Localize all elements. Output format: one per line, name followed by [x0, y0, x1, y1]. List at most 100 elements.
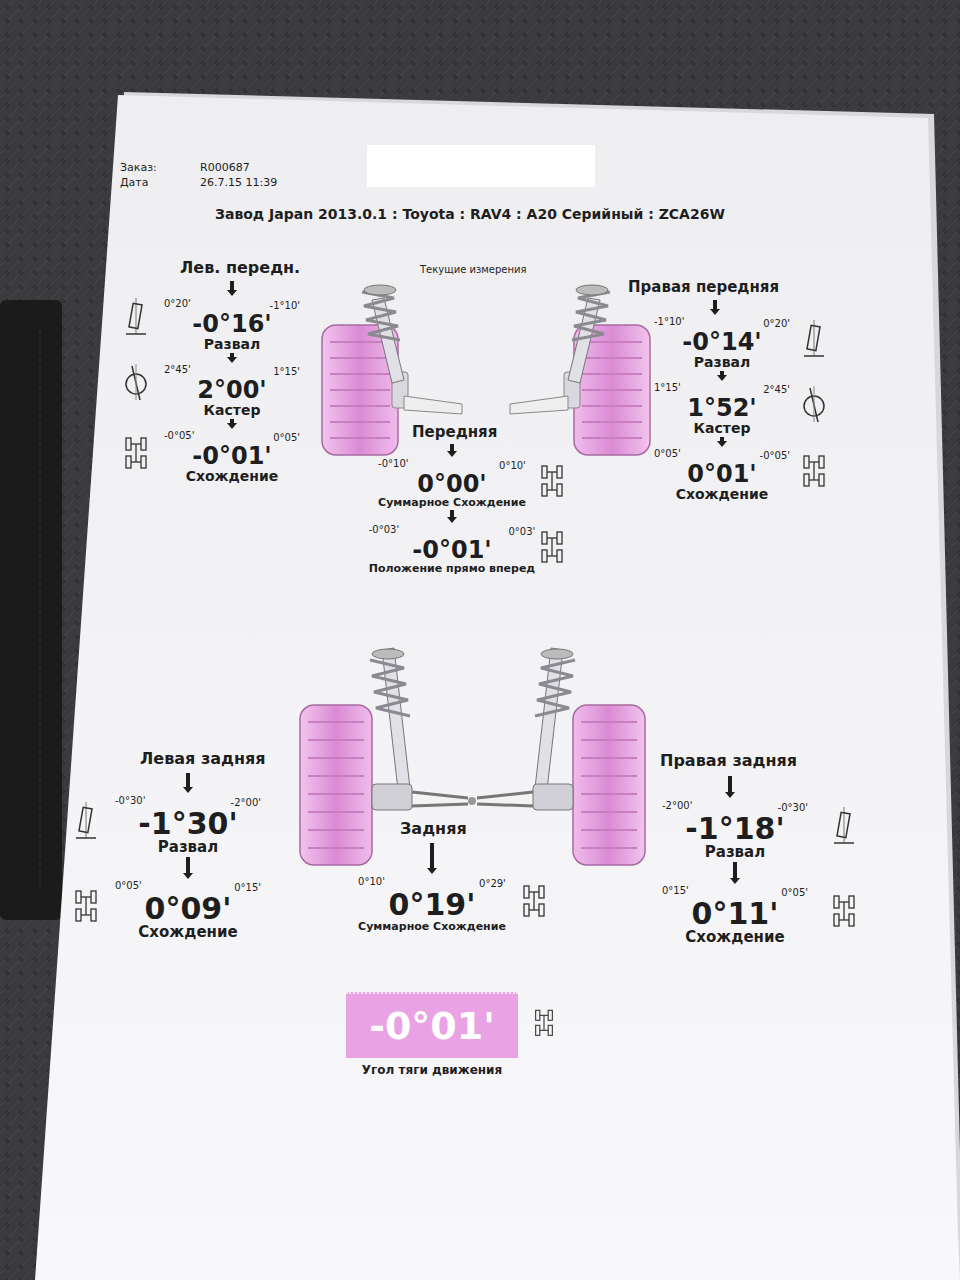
- measured-value: 0°09': [141, 894, 236, 924]
- measurement-gauge: 1°15'2°45'1°52'Кастер: [652, 382, 792, 436]
- scale-row: 0°10' 0°29': [358, 876, 506, 890]
- front-right-suspension: [510, 285, 650, 455]
- redaction-box: [367, 145, 595, 187]
- measurement-gauge: -0°30' -2°00'-1°30'Развал: [113, 795, 263, 856]
- measured-value: 1°52': [683, 396, 760, 420]
- scale-limit-right: -0°05': [760, 448, 790, 462]
- flow-arrow: [720, 371, 724, 375]
- measurement-gauge: -0°03'0°03'-0°01'Положение прямо вперед: [367, 524, 538, 575]
- toe-icon: [76, 891, 96, 921]
- scale-row: 0°15' 0°05': [662, 885, 808, 899]
- wheel-heading: Левая задняя: [140, 750, 266, 768]
- parameter-name: Развал: [705, 844, 765, 861]
- scale-limit-left: -0°10': [378, 458, 408, 472]
- scale-limit-left: 0°05': [115, 880, 142, 894]
- date-value: 26.7.15 11:39: [200, 177, 277, 190]
- measurement-gauge: -2°00'-0°30'-1°18'Развал: [660, 800, 810, 861]
- measured-value: 0°11': [688, 899, 783, 929]
- toe-icon: [804, 456, 824, 486]
- scale-limit-right: -2°00': [231, 795, 261, 809]
- scale-limit-left: -2°00': [662, 800, 692, 814]
- order-number: R000687: [200, 162, 250, 175]
- rear-left-suspension: [300, 648, 468, 865]
- parameter-name: Схождение: [186, 468, 279, 484]
- parameter-name: Развал: [158, 839, 218, 856]
- scale-limit-left: 2°45': [164, 364, 191, 378]
- scale-row: 0°05' 0°15': [115, 880, 261, 894]
- thrust-icon: [536, 1010, 553, 1035]
- axle-heading: Задняя: [400, 820, 467, 838]
- caster-icon: [126, 364, 146, 400]
- scale-limit-left: -0°30': [115, 795, 145, 809]
- scale-limit-left: 0°05': [654, 448, 681, 462]
- flow-arrow: [230, 353, 234, 357]
- scale-limit-right: 0°10': [499, 458, 526, 472]
- parameter-name: Кастер: [694, 420, 751, 436]
- toe-icon: [542, 466, 562, 496]
- scale-limit-left: 0°15': [662, 885, 689, 899]
- measurement-gauge: 0°05' 0°15'0°09'Схождение: [113, 880, 263, 941]
- scale-limit-right: 0°05': [781, 885, 808, 899]
- flow-arrow: [186, 857, 190, 873]
- scale-limit-right: 1°15': [273, 364, 300, 378]
- toe-icon: [126, 438, 146, 468]
- scale-row: -0°03'0°03': [369, 524, 536, 538]
- camber-icon: [834, 807, 854, 843]
- scale-limit-right: -1°10': [270, 298, 300, 312]
- parameter-name: Схождение: [138, 924, 237, 941]
- scale-row: 0°05' -0°05': [654, 448, 790, 462]
- flow-arrow: [230, 419, 234, 423]
- measurement-gauge: 0°20'-1°10'-0°16'Развал: [162, 298, 302, 352]
- scale-limit-left: 0°20': [164, 298, 191, 312]
- heading-arrow: [728, 776, 732, 792]
- scale-limit-right: 0°15': [234, 880, 261, 894]
- parameter-name: Развал: [204, 336, 260, 352]
- link-bolt: [468, 797, 476, 805]
- scale-row: -1°10' 0°20': [654, 316, 790, 330]
- scale-limit-right: 0°03': [508, 524, 535, 538]
- section-caption: Текущие измерения: [420, 264, 527, 276]
- wallet: [0, 300, 62, 920]
- parameter-name: Угол тяги движения: [362, 1062, 502, 1078]
- heading-arrow: [713, 300, 717, 309]
- flow-arrow: [733, 862, 737, 878]
- toe-icon: [834, 896, 854, 926]
- scale-limit-left: -1°10': [654, 316, 684, 330]
- parameter-name: Суммарное Схождение: [358, 920, 506, 933]
- scale-limit-left: 0°10': [358, 876, 385, 890]
- parameter-name: Схождение: [676, 486, 769, 502]
- scale-limit-left: -0°05': [164, 430, 194, 444]
- wheel-heading: Правая задняя: [660, 752, 797, 770]
- measurement-gauge: 0°10' 0°29'0°19'Суммарное Схождение: [356, 876, 508, 933]
- scale-limit-right: 0°29': [479, 876, 506, 890]
- wheel-heading: Правая передняя: [628, 279, 779, 296]
- caster-icon: [804, 386, 824, 422]
- measured-value: 0°01': [683, 462, 760, 486]
- measured-value: 2°00': [193, 378, 270, 402]
- straight-ahead-icon: [542, 532, 562, 562]
- flow-arrow: [450, 510, 454, 517]
- measured-value: -0°01': [408, 538, 495, 562]
- measured-value: -1°30': [134, 809, 241, 839]
- heading-arrow: [230, 281, 234, 290]
- scale-limit-right: 0°20': [763, 316, 790, 330]
- measured-value: -0°14': [678, 330, 765, 354]
- measured-value: 0°19': [385, 890, 480, 920]
- date-label: Дата: [120, 177, 148, 190]
- thrust-angle-box: -0°01'Угол тяги движения: [344, 992, 520, 1078]
- measurement-gauge: -1°10'0°20'-0°14'Развал: [652, 316, 792, 370]
- measurement-gauge: 2°45'1°15'2°00'Кастер: [162, 364, 302, 418]
- scale-row: -0°10' 0°10': [378, 458, 526, 472]
- scale-row: 1°15'2°45': [654, 382, 790, 396]
- order-label: Заказ:: [120, 162, 157, 175]
- parameter-name: Схождение: [685, 929, 784, 946]
- measurement-gauge: -0°10'0°10'0°00'Суммарное Схождение: [376, 458, 528, 509]
- scale-row: -2°00'-0°30': [662, 800, 808, 814]
- scale-limit-left: 1°15': [654, 382, 681, 396]
- measured-value: -1°18': [681, 814, 788, 844]
- scale-row: -0°05'0°05': [164, 430, 300, 444]
- scale-row: -0°30' -2°00': [115, 795, 261, 809]
